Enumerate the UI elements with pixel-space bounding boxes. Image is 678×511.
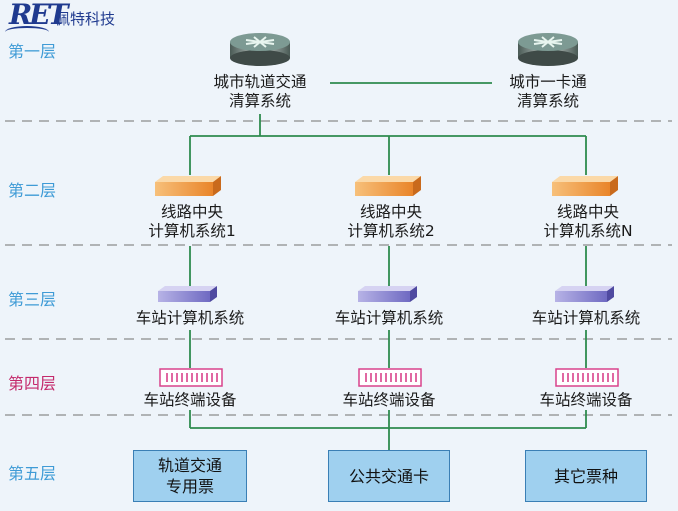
logo-company-name: 佩特科技	[55, 10, 116, 28]
connectors	[189, 82, 587, 450]
station-server-icon-1	[158, 286, 217, 302]
company-logo: RET 佩特科技	[3, 0, 173, 34]
node-label-station-computer-n: 车站计算机系统	[531, 309, 641, 327]
node-label-line1: 线路中央	[556, 203, 620, 221]
node-label-central-1: 线路中央 计算机系统1	[148, 203, 235, 241]
layer-label-4: 第四层	[8, 374, 57, 393]
layer-label-2: 第二层	[8, 181, 57, 200]
node-label-central-2: 线路中央 计算机系统2	[347, 203, 434, 241]
central-server-icon-2	[355, 176, 421, 196]
node-label-station-terminal-n: 车站终端设备	[539, 391, 633, 409]
node-label-line2: 计算机系统N	[543, 222, 633, 240]
node-label-city-card-clearing: 城市一卡通 清算系统	[509, 73, 587, 111]
layer-label-3: 第三层	[8, 290, 57, 309]
layer-label-5: 第五层	[8, 464, 57, 483]
station-server-icon-n	[555, 286, 614, 302]
logo-swoosh-icon	[5, 26, 49, 38]
layer-separators	[5, 120, 672, 416]
station-server-icon-2	[358, 286, 417, 302]
node-label-line1: 线路中央	[160, 203, 223, 221]
node-label-line2: 计算机系统1	[148, 222, 236, 240]
node-label-station-computer-1: 车站计算机系统	[135, 309, 245, 327]
node-label-station-terminal-1: 车站终端设备	[143, 391, 237, 409]
ticket-box-other-tickets: 其它票种	[525, 450, 647, 502]
node-label-central-n: 线路中央 计算机系统N	[543, 203, 632, 241]
central-server-icon-1	[155, 176, 221, 196]
node-label-urban-rail-clearing: 城市轨道交通 清算系统	[213, 73, 306, 111]
node-label-station-computer-2: 车站计算机系统	[334, 309, 444, 327]
ticket-label-line1: 轨道交通	[157, 456, 222, 475]
ticket-box-rail-dedicated: 轨道交通 专用票	[133, 450, 247, 502]
node-label-line2: 计算机系统2	[347, 222, 435, 240]
node-label-line2: 清算系统	[516, 92, 580, 110]
terminal-device-icon-2	[358, 368, 422, 387]
terminal-device-icon-1	[159, 368, 223, 387]
router-icon-right	[518, 33, 578, 66]
node-label-line1: 城市轨道交通	[213, 73, 307, 91]
layer-label-1: 第一层	[8, 42, 57, 61]
ticket-label-line2: 专用票	[165, 477, 214, 496]
node-label-line2: 清算系统	[228, 92, 292, 110]
ticket-label: 其它票种	[553, 466, 618, 486]
node-label-line1: 城市一卡通	[509, 73, 587, 91]
central-server-icon-n	[552, 176, 618, 196]
router-icon-left	[230, 33, 290, 66]
terminal-device-icon-n	[555, 368, 619, 387]
ticket-box-public-transport-card: 公共交通卡	[328, 450, 450, 502]
ticket-label: 公共交通卡	[348, 466, 429, 486]
node-label-line1: 线路中央	[359, 203, 422, 221]
node-label-station-terminal-2: 车站终端设备	[342, 391, 436, 409]
